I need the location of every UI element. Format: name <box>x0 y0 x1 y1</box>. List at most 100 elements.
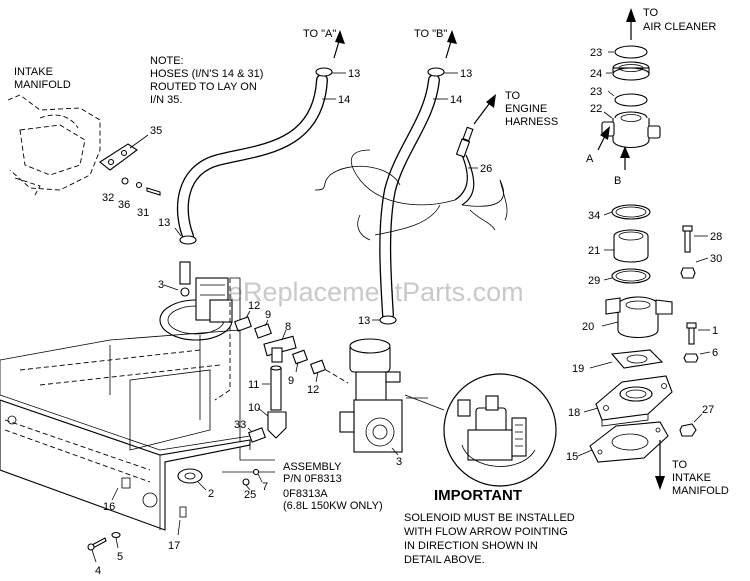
wiring-harness-26 <box>314 126 508 241</box>
callout-29: 29 <box>588 275 600 287</box>
nut-27 <box>679 423 697 437</box>
callout-13-a: 13 <box>348 68 360 80</box>
assembly-boundary <box>214 277 275 473</box>
arrow-a-label: A <box>586 153 594 165</box>
plate-18 <box>595 375 673 427</box>
bolt-1 <box>686 322 697 345</box>
callout-4: 4 <box>95 565 101 577</box>
callout-34: 34 <box>588 210 600 222</box>
callout-9-b: 9 <box>288 375 294 387</box>
callout-10: 10 <box>248 402 260 414</box>
note-line-4: I/N 35. <box>150 94 182 106</box>
hose-21 <box>613 229 649 263</box>
to-engine-harness-1: TO <box>505 90 521 102</box>
callout-13-b: 13 <box>460 68 472 80</box>
watermark-text: eReplacementParts.com <box>228 277 524 307</box>
to-engine-harness-2: ENGINE <box>505 103 547 115</box>
callout-20: 20 <box>582 321 594 333</box>
callout-21: 21 <box>588 245 600 257</box>
fitting-9-b <box>291 349 309 365</box>
callout-17: 17 <box>168 540 180 552</box>
bolt-4-washer-5 <box>87 531 121 551</box>
important-line-2: WITH FLOW ARROW POINTING <box>404 526 568 538</box>
solenoid-detail-circle <box>404 373 557 487</box>
important-line-3: IN DIRECTION SHOWN IN <box>404 540 538 552</box>
to-intake-manifold-2: INTAKE <box>672 472 711 484</box>
callout-6: 6 <box>712 347 718 359</box>
note-line-1: NOTE: <box>150 55 184 67</box>
bracket-2 <box>177 468 203 484</box>
arrow-b-label: B <box>614 175 621 187</box>
clamp-13-a-top <box>315 67 333 77</box>
clamp-13-a-bottom <box>179 235 197 245</box>
to-engine-harness-3: HARNESS <box>505 116 558 128</box>
assembly-line-2: P/N 0F8313 <box>283 473 342 485</box>
callout-26: 26 <box>480 163 492 175</box>
assembly-line-1: ASSEMBLY <box>283 461 342 473</box>
callout-7: 7 <box>262 481 268 493</box>
washer-6 <box>683 353 699 363</box>
regulator-3-upper <box>159 261 233 341</box>
ring-24 <box>612 61 650 81</box>
callout-19: 19 <box>572 363 584 375</box>
fitting-33 <box>248 427 266 443</box>
to-b-label: TO "B" <box>414 28 447 40</box>
callout-1: 1 <box>712 325 718 337</box>
callout-25: 25 <box>244 489 256 501</box>
note-line-2: HOSES (I/N'S 14 & 31) <box>150 68 263 80</box>
callout-9-a: 9 <box>265 309 271 321</box>
to-intake-manifold-1: TO <box>672 459 688 471</box>
callout-3-a: 3 <box>158 279 164 291</box>
callout-8: 8 <box>285 321 291 333</box>
important-line-4: DETAIL ABOVE. <box>404 554 485 566</box>
intake-manifold-label-1: INTAKE <box>14 66 53 78</box>
callout-13-c: 13 <box>158 217 170 229</box>
callout-5: 5 <box>117 551 123 563</box>
callout-27: 27 <box>702 404 714 416</box>
callout-35: 35 <box>150 125 162 137</box>
elbow-10 <box>267 411 287 439</box>
to-a-label: TO "A" <box>303 28 336 40</box>
assembly-line-4: (6.8L 150KW ONLY) <box>283 500 383 512</box>
important-title: IMPORTANT <box>434 487 522 504</box>
important-line-1: SOLENOID MUST BE INSTALLED <box>404 512 575 524</box>
callout-18: 18 <box>568 407 580 419</box>
pipe-11 <box>270 365 282 411</box>
callout-23-a: 23 <box>590 47 602 59</box>
callout-14-b: 14 <box>450 94 462 106</box>
regulator-3-lower <box>339 338 403 453</box>
clamp-34 <box>611 204 651 220</box>
assembly-line-3: 0F8313A <box>283 488 328 500</box>
to-air-cleaner-1: TO <box>643 7 659 19</box>
fitting-9-a <box>254 323 272 339</box>
callout-23-b: 23 <box>590 86 602 98</box>
callout-16: 16 <box>103 501 115 513</box>
callout-3-b: 3 <box>396 456 402 468</box>
ring-23-bottom <box>614 93 648 107</box>
callout-12-b: 12 <box>307 384 319 396</box>
clamp-29 <box>611 268 651 284</box>
to-intake-manifold-3: MANIFOLD <box>672 485 729 497</box>
hose-14-b <box>379 74 440 321</box>
callout-24: 24 <box>590 68 602 80</box>
callout-31: 31 <box>137 207 149 219</box>
callout-11: 11 <box>248 379 259 391</box>
clamp-13-b-top <box>427 67 445 77</box>
callout-33: 33 <box>234 419 246 431</box>
hose-14-a <box>176 74 328 242</box>
fitting-8-tee <box>263 335 297 363</box>
gasket-19 <box>610 349 664 369</box>
intake-manifold-label-2: MANIFOLD <box>14 79 71 91</box>
fitting-12-a <box>234 316 252 332</box>
bolt-28 <box>682 225 693 253</box>
clamp-13-d <box>379 315 397 325</box>
gasket-15 <box>589 421 669 463</box>
callout-36: 36 <box>118 199 130 211</box>
frame-channel <box>0 329 251 531</box>
callout-13-d: 13 <box>358 315 370 327</box>
callout-15: 15 <box>566 451 578 463</box>
intake-manifold-ghost <box>7 94 101 196</box>
callout-28: 28 <box>710 231 722 243</box>
callout-14-a: 14 <box>338 94 350 106</box>
